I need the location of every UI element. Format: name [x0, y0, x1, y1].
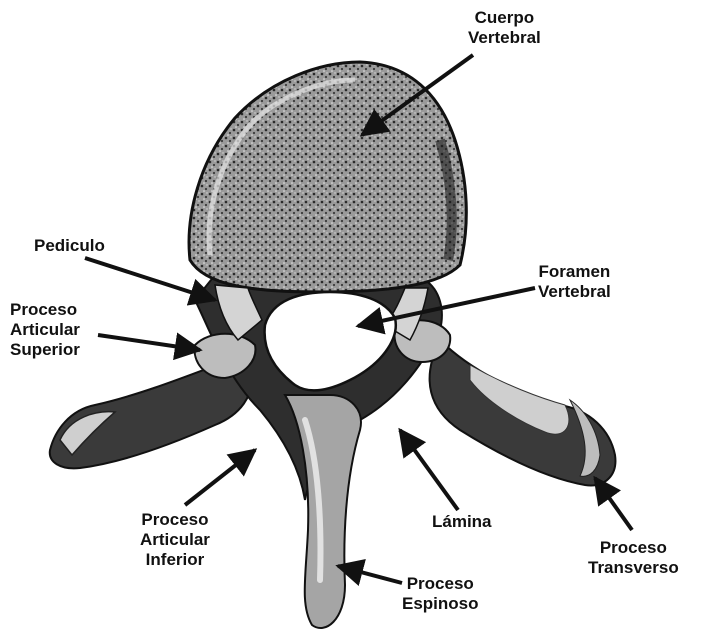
leader-proceso-articular-superior [98, 335, 200, 350]
label-proceso-espinoso: Proceso Espinoso [402, 574, 479, 614]
vertebral-body [189, 62, 466, 292]
leader-proceso-transverso [595, 478, 632, 530]
leader-proceso-espinoso [338, 566, 402, 583]
label-lamina: Lámina [432, 512, 492, 532]
label-pediculo: Pediculo [34, 236, 105, 256]
leader-proceso-articular-inferior [185, 450, 255, 505]
label-foramen-vertebral: Foramen Vertebral [538, 262, 611, 302]
label-proceso-articular-superior: Proceso Articular Superior [10, 300, 80, 360]
leader-lamina [400, 430, 458, 510]
label-proceso-articular-inferior: Proceso Articular Inferior [140, 510, 210, 570]
label-cuerpo-vertebral: Cuerpo Vertebral [468, 8, 541, 48]
label-proceso-transverso: Proceso Transverso [588, 538, 679, 578]
